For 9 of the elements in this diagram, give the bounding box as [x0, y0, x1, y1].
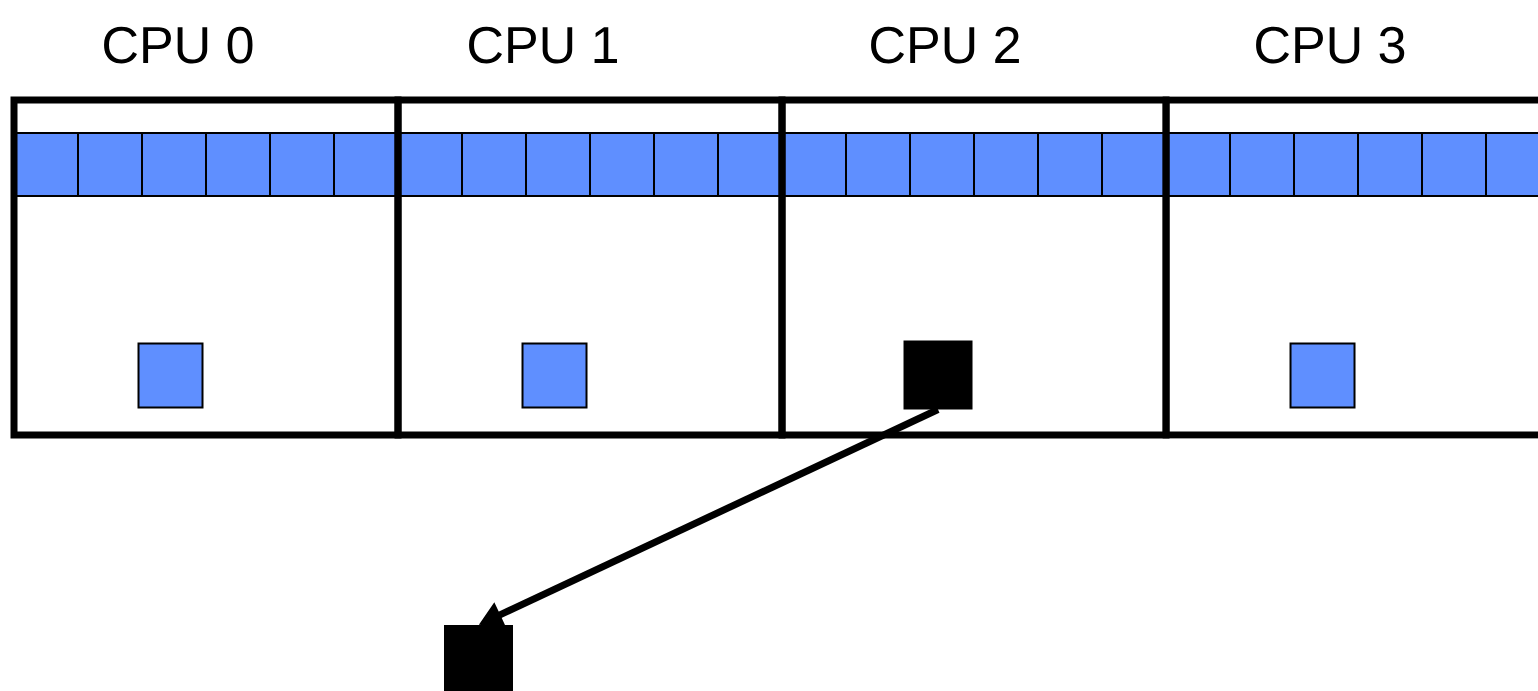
square [1289, 342, 1356, 409]
node-label: CPU 1 [469, 26, 617, 64]
node-label: CPU 0 [104, 26, 253, 64]
square [444, 625, 513, 691]
square [903, 340, 973, 410]
square [137, 342, 204, 409]
square [521, 342, 588, 409]
node-label: CPU 2 [871, 26, 1019, 64]
node-label: CPU 3 [1256, 26, 1405, 64]
